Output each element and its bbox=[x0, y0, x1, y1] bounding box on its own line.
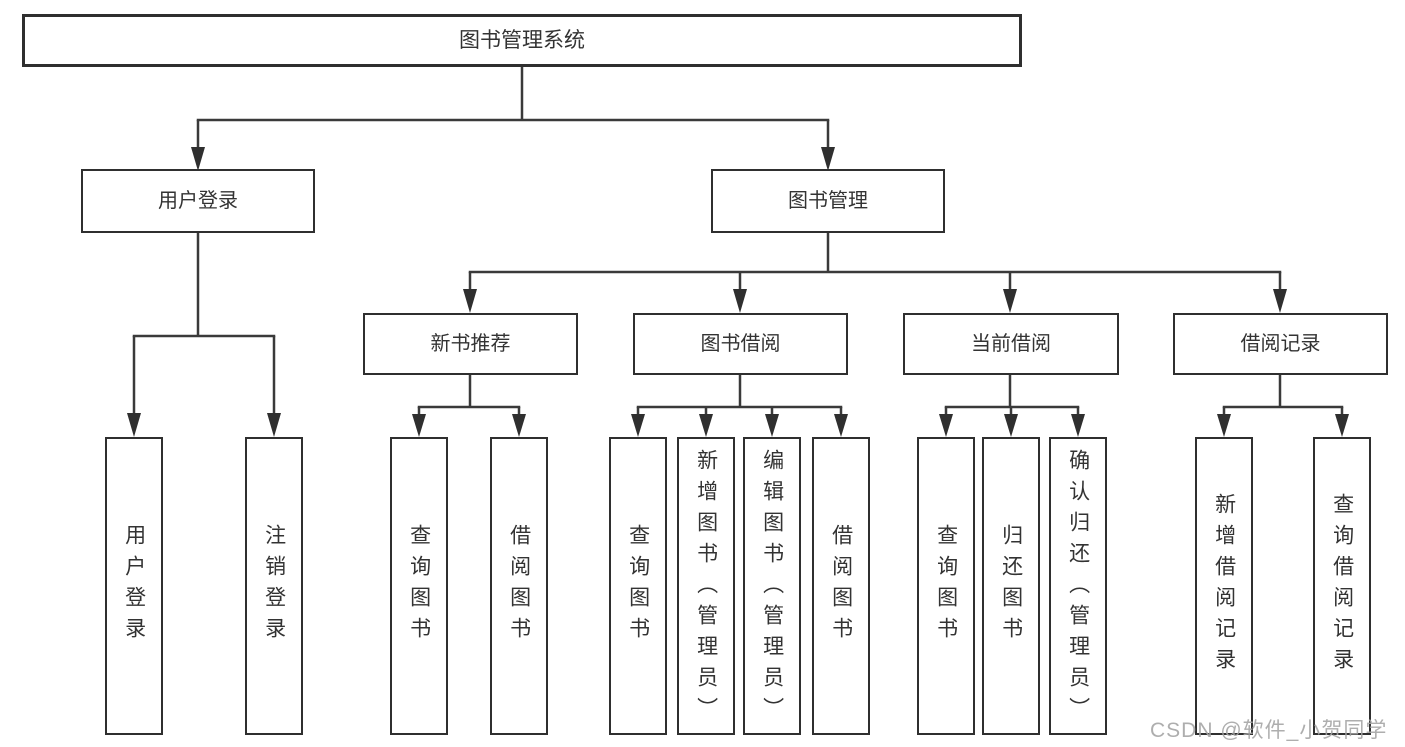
node-borrowing-records: 借阅记录 bbox=[1173, 313, 1388, 375]
leaf-edit-books-admin: 编辑图书（管理员） bbox=[743, 437, 801, 735]
node-new-book-recommendation: 新书推荐 bbox=[363, 313, 578, 375]
node-book-management-branch: 图书管理 bbox=[711, 169, 945, 233]
leaf-logout: 注销登录 bbox=[245, 437, 303, 735]
leaf-return-books: 归还图书 bbox=[982, 437, 1040, 735]
node-library-management-system: 图书管理系统 bbox=[22, 14, 1022, 67]
leaf-add-books-admin: 新增图书（管理员） bbox=[677, 437, 735, 735]
leaf-user-login: 用户登录 bbox=[105, 437, 163, 735]
leaf-query-books-recommend: 查询图书 bbox=[390, 437, 448, 735]
leaf-borrow-books: 借阅图书 bbox=[812, 437, 870, 735]
node-user-login-branch: 用户登录 bbox=[81, 169, 315, 233]
leaf-query-books-borrowing: 查询图书 bbox=[609, 437, 667, 735]
node-current-borrowing: 当前借阅 bbox=[903, 313, 1119, 375]
leaf-query-books-current: 查询图书 bbox=[917, 437, 975, 735]
leaf-confirm-return-admin: 确认归还（管理员） bbox=[1049, 437, 1107, 735]
leaf-add-borrow-record: 新增借阅记录 bbox=[1195, 437, 1253, 735]
node-book-borrowing: 图书借阅 bbox=[633, 313, 848, 375]
leaf-query-borrow-record: 查询借阅记录 bbox=[1313, 437, 1371, 735]
csdn-watermark: CSDN @软件_小贺同学 bbox=[1150, 719, 1388, 742]
leaf-borrow-books-recommend: 借阅图书 bbox=[490, 437, 548, 735]
